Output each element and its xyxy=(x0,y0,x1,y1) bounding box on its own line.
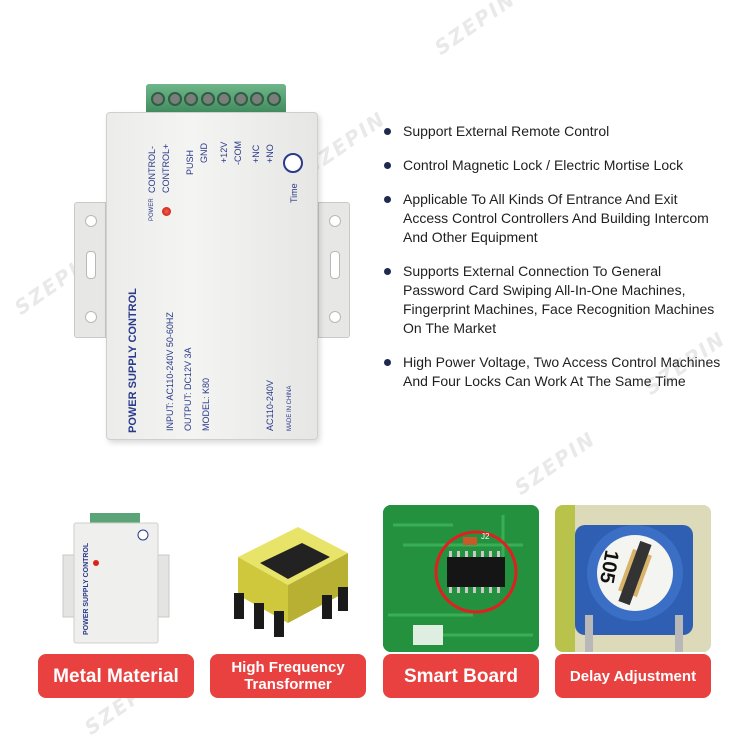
terminal-label: PUSH xyxy=(185,149,195,175)
bullet-icon xyxy=(384,162,391,169)
device-housing: CONTROL- CONTROL+ PUSH GND +12V -COM +NC… xyxy=(106,112,318,440)
power-label: POWER xyxy=(149,198,155,221)
feature-card-metal: POWER SUPPLY CONTROL Metal Material xyxy=(38,505,194,698)
bullet-icon xyxy=(384,268,391,275)
card-label: High Frequency Transformer xyxy=(210,654,366,698)
card-label: Metal Material xyxy=(38,654,194,698)
terminal-label: +NC xyxy=(251,144,261,163)
feature-item: Control Magnetic Lock / Electric Mortise… xyxy=(384,156,724,175)
model-spec: MODEL: K80 xyxy=(201,377,211,431)
mounting-ear-right xyxy=(318,202,350,338)
watermark: SZEPIN xyxy=(510,426,601,500)
mini-product-title: POWER SUPPLY CONTROL xyxy=(83,542,90,635)
watermark: SZEPIN xyxy=(430,0,521,60)
card-label: Smart Board xyxy=(383,654,539,698)
product-title: POWER SUPPLY CONTROL xyxy=(127,288,139,433)
metal-housing-photo: POWER SUPPLY CONTROL xyxy=(38,505,194,652)
input-spec: INPUT: AC110-240V 50-60HZ xyxy=(165,312,175,431)
transformer-photo xyxy=(210,505,366,652)
power-led-icon xyxy=(162,207,171,216)
card-label: Delay Adjustment xyxy=(555,654,711,698)
feature-card-transformer: High Frequency Transformer xyxy=(210,505,366,698)
terminal-label: GND xyxy=(199,143,209,163)
chip-label: J2 xyxy=(481,532,490,541)
terminal-label: CONTROL- xyxy=(147,146,157,193)
terminal-label: -COM xyxy=(233,141,243,165)
potentiometer-photo: 105 xyxy=(555,505,711,652)
terminal-label: +NO xyxy=(265,144,275,163)
time-label: Time xyxy=(289,183,299,203)
bullet-icon xyxy=(384,196,391,203)
feature-item: Supports External Connection To General … xyxy=(384,262,724,338)
output-spec: OUTPUT: DC12V 3A xyxy=(183,347,193,431)
feature-list: Support External Remote Control Control … xyxy=(384,122,724,406)
power-supply-image: CONTROL- CONTROL+ PUSH GND +12V -COM +NC… xyxy=(74,84,350,440)
origin-text: MADE IN CHINA xyxy=(287,385,293,431)
mounting-ear-left xyxy=(74,202,106,338)
feature-item: Applicable To All Kinds Of Entrance And … xyxy=(384,190,724,247)
feature-item: Support External Remote Control xyxy=(384,122,724,141)
voltage-text: AC110-240V xyxy=(265,380,275,431)
terminal-block xyxy=(146,84,286,114)
terminal-label: CONTROL+ xyxy=(161,143,171,193)
bullet-icon xyxy=(384,359,391,366)
bullet-icon xyxy=(384,128,391,135)
circuit-board-photo: J2 xyxy=(383,505,539,652)
feature-item: High Power Voltage, Two Access Control M… xyxy=(384,353,724,391)
feature-card-board: J2 Smart Board xyxy=(383,505,539,698)
terminal-label: +12V xyxy=(219,141,229,163)
time-knob-icon xyxy=(283,153,303,173)
feature-card-delay: 105 Delay Adjustment xyxy=(555,505,711,698)
